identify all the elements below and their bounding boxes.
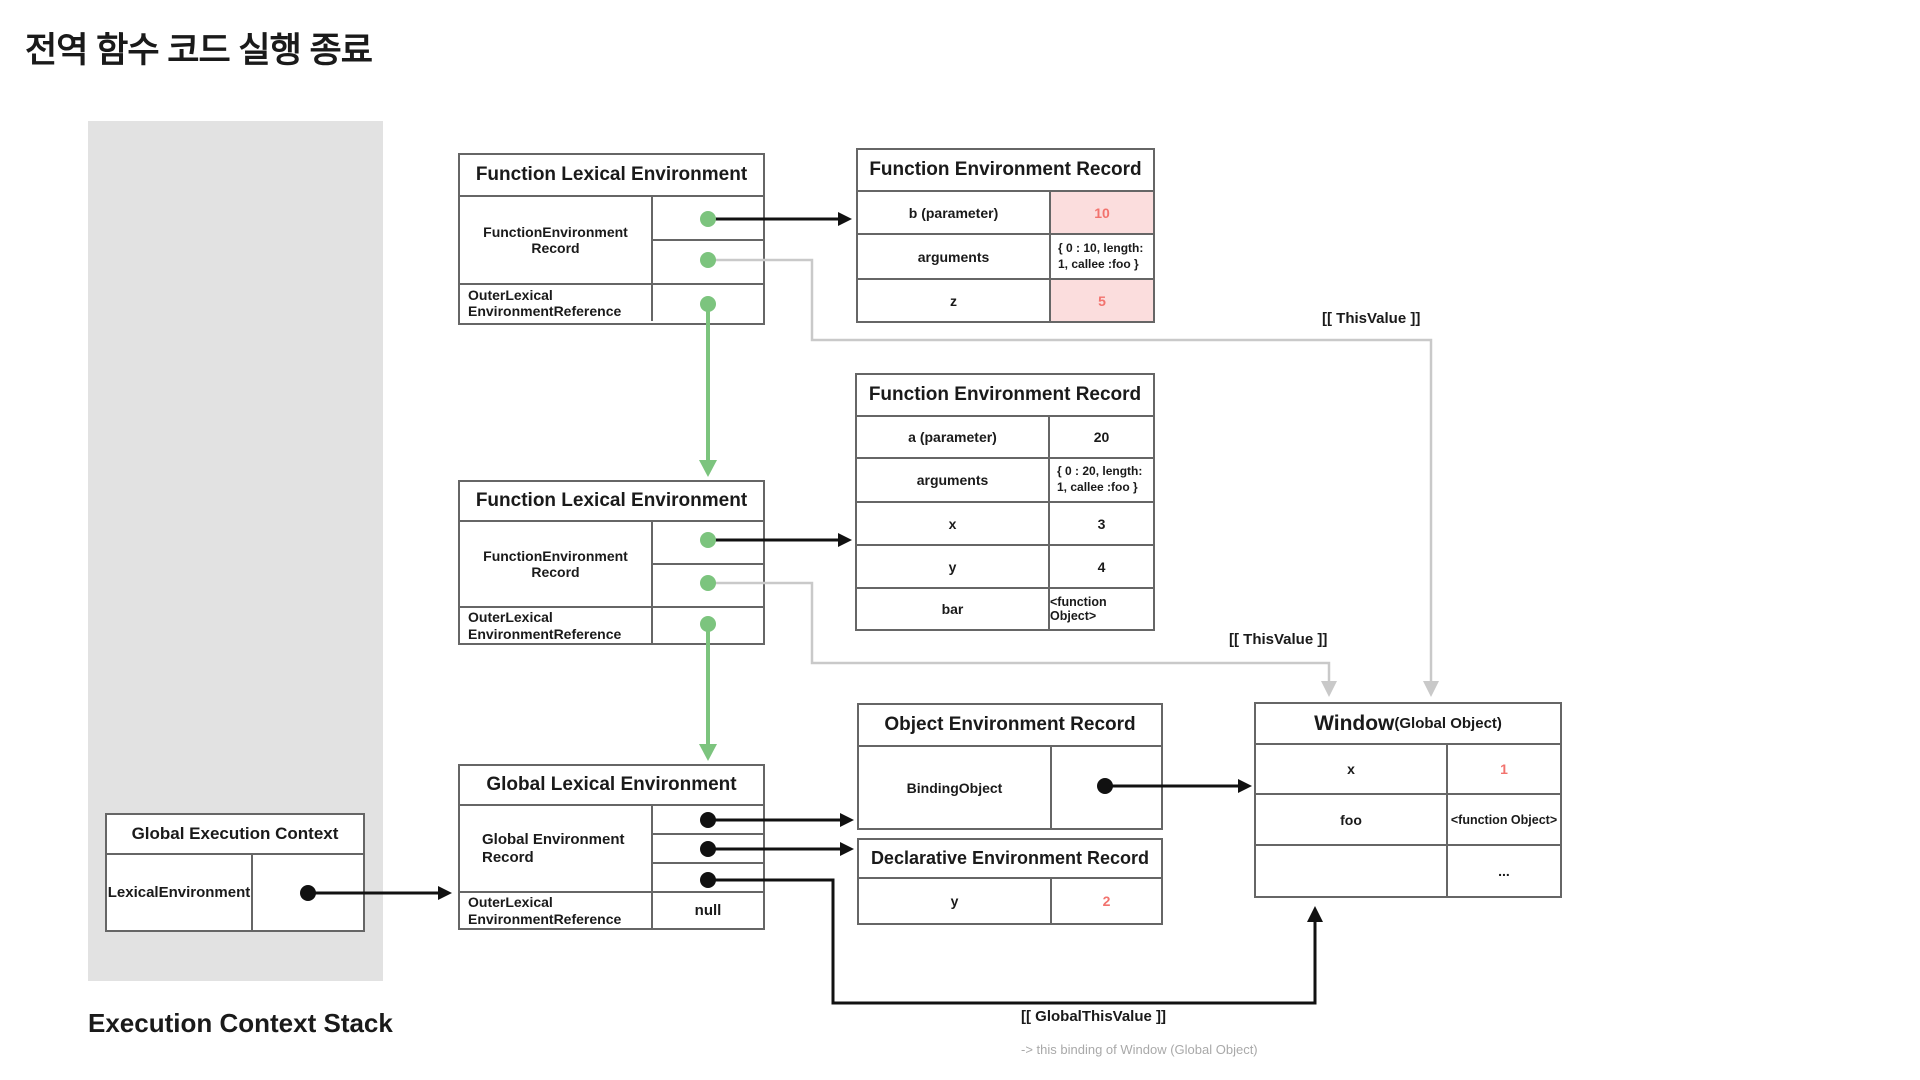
fer2-row-a-value: 20 [1093, 429, 1110, 445]
window-title: Window(Global Object) [1256, 704, 1560, 743]
function-environment-record-label-2: FunctionEnvironment Record [460, 522, 653, 606]
global-execution-context-title: Global Execution Context [107, 815, 363, 855]
this-value-label-1: [[ ThisValue ]] [1322, 310, 1421, 327]
fle1-outer-reference-slot [653, 285, 763, 321]
global-environment-record-label: Global Environment Record [460, 806, 653, 891]
window-title-main: Window [1314, 711, 1395, 735]
outer-reference-arrowhead-1 [699, 460, 717, 477]
fer2-row-x-value: 3 [1097, 515, 1106, 532]
der-row-y: y 2 [859, 877, 1161, 923]
der-row-y-key: y [859, 879, 1052, 923]
function-environment-record-label-1: FunctionEnvironment Record [460, 197, 653, 283]
global-this-value-note: -> this binding of Window (Global Object… [1021, 1042, 1258, 1057]
outer-reference-arrowhead-2 [699, 744, 717, 761]
window-row-x: x 1 [1256, 743, 1560, 793]
fer1-row-arguments-key: arguments [858, 235, 1051, 278]
fer1-title: Function Environment Record [869, 159, 1142, 180]
fer1-row-b-value: 10 [1051, 192, 1153, 233]
fle2-outer-reference-label: OuterLexical EnvironmentReference [460, 608, 653, 643]
page-title: 전역 함수 코드 실행 종료 [25, 31, 373, 70]
window-global-object-table: Window(Global Object) x 1 foo <function … [1254, 702, 1562, 898]
fer2-row-bar: bar <function Object> [857, 587, 1153, 629]
der-row-y-value: 2 [1102, 893, 1111, 909]
fle1-to-fer1-arrowhead [838, 212, 852, 226]
function-lexical-environment-1-title: Function Lexical Environment [460, 155, 763, 197]
oer-title: Object Environment Record [884, 714, 1136, 735]
this-value-label-2: [[ ThisValue ]] [1229, 631, 1328, 648]
fer2-row-y: y 4 [857, 544, 1153, 587]
function-lexical-environment-2-box: Function Lexical Environment FunctionEnv… [458, 480, 765, 645]
fer2-row-arguments-value: { 0 : 20, length: 1, callee :foo } [1057, 464, 1143, 494]
fer2-title: Function Environment Record [868, 384, 1142, 405]
window-row-more-value: ... [1498, 863, 1510, 879]
fer1-row-b: b (parameter) 10 [858, 190, 1153, 233]
fer1-row-z-value: 5 [1051, 280, 1153, 321]
gle-binding-slot-2 [653, 833, 763, 862]
function-environment-record-2-table: Function Environment Record a (parameter… [855, 373, 1155, 631]
global-this-value-label: [[ GlobalThisValue ]] [1021, 1008, 1167, 1025]
lexical-environment-label: LexicalEnvironment [107, 855, 253, 930]
object-environment-record-table: Object Environment Record BindingObject [857, 703, 1163, 830]
fer1-row-z: z 5 [858, 278, 1153, 321]
oer-bindingobject-pointer-cell [1052, 747, 1161, 828]
gle-thisvalue-slot [653, 862, 763, 891]
fle1-thisvalue-slot [653, 239, 763, 283]
fer2-row-bar-key: bar [857, 589, 1050, 629]
global-lexical-environment-title: Global Lexical Environment [460, 766, 763, 806]
global-this-value-arrowhead [1307, 906, 1323, 922]
gec-to-gle-arrowhead [438, 886, 452, 900]
fer2-row-x: x 3 [857, 501, 1153, 544]
fer2-row-a: a (parameter) 20 [857, 415, 1153, 457]
gle-binding-slot-1 [653, 806, 763, 833]
gle-outer-reference-label: OuterLexical EnvironmentReference [460, 893, 653, 928]
function-lexical-environment-1-box: Function Lexical Environment FunctionEnv… [458, 153, 765, 325]
fle2-thisvalue-slot [653, 563, 763, 606]
der-title: Declarative Environment Record [870, 848, 1150, 868]
fle2-to-fer2-arrowhead [838, 533, 852, 547]
fer2-row-arguments: arguments { 0 : 20, length: 1, callee :f… [857, 457, 1153, 501]
fer2-row-y-key: y [857, 546, 1050, 587]
function-lexical-environment-2-title: Function Lexical Environment [460, 482, 763, 522]
window-row-foo-key: foo [1256, 795, 1448, 844]
window-row-x-value: 1 [1500, 761, 1508, 777]
declarative-environment-record-table: Declarative Environment Record y 2 [857, 838, 1163, 925]
fle1-outer-reference-label: OuterLexical EnvironmentReference [460, 285, 653, 321]
gle-to-der-arrowhead [840, 842, 854, 856]
fer2-row-y-value: 4 [1097, 558, 1106, 575]
window-row-x-key: x [1256, 745, 1448, 793]
oer-bindingobject-label: BindingObject [859, 747, 1052, 828]
window-row-more-key [1256, 846, 1448, 896]
fer2-row-x-key: x [857, 503, 1050, 544]
fer1-row-arguments: arguments { 0 : 10, length: 1, callee :f… [858, 233, 1153, 278]
execution-context-stack-label: Execution Context Stack [88, 1008, 393, 1038]
window-row-more: ... [1256, 844, 1560, 896]
oer-row-bindingobject: BindingObject [859, 745, 1161, 828]
fle1-binding-slot [653, 197, 763, 239]
window-row-foo: foo <function Object> [1256, 793, 1560, 844]
fer2-row-a-key: a (parameter) [857, 417, 1050, 457]
fer1-row-arguments-value: { 0 : 10, length: 1, callee :foo } [1058, 240, 1144, 271]
function-environment-record-1-table: Function Environment Record b (parameter… [856, 148, 1155, 323]
fer1-row-z-key: z [858, 280, 1051, 321]
gle-to-oer-arrowhead [840, 813, 854, 827]
fer1-row-b-key: b (parameter) [858, 192, 1051, 233]
oer-to-window-arrowhead [1238, 779, 1252, 793]
global-lexical-environment-box: Global Lexical Environment Global Enviro… [458, 764, 765, 930]
fer2-row-arguments-key: arguments [857, 459, 1050, 501]
lexical-environment-pointer-cell [253, 855, 363, 930]
fle2-outer-reference-slot [653, 608, 763, 643]
global-execution-context-box: Global Execution Context LexicalEnvironm… [105, 813, 365, 932]
fle2-binding-slot [653, 522, 763, 563]
window-row-foo-value: <function Object> [1450, 812, 1558, 827]
this-value-arrowhead-2 [1321, 681, 1337, 697]
window-title-sub: (Global Object) [1394, 715, 1502, 732]
fer2-row-bar-value: <function Object> [1050, 595, 1107, 623]
this-value-arrowhead-1 [1423, 681, 1439, 697]
gle-outer-reference-value: null [694, 902, 722, 919]
